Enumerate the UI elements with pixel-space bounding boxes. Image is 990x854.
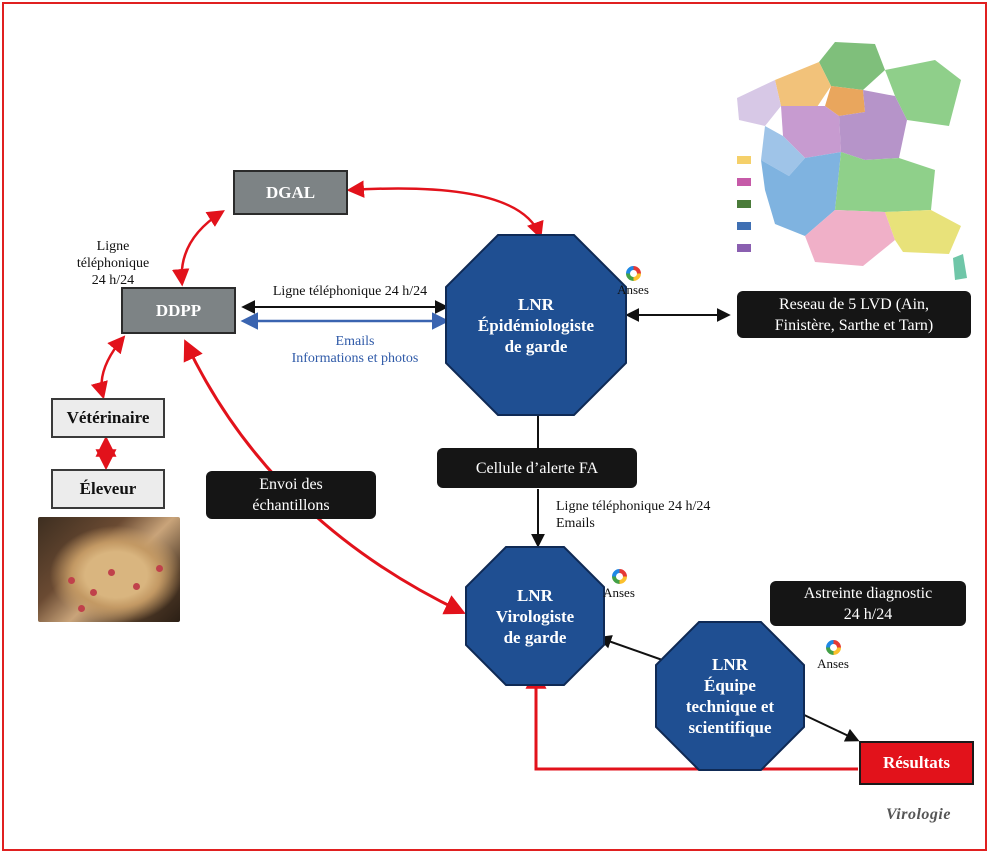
viro-line-2: Virologiste — [495, 606, 575, 626]
reseau-lvd-callout: Reseau de 5 LVD (Ain, Finistère, Sarthe … — [737, 291, 971, 338]
map-region-paysloire — [761, 126, 805, 176]
viro-line-3: de garde — [503, 627, 567, 647]
emails-informations: Emails Informations et photos — [280, 333, 430, 367]
reseau-line-2: Finistère, Sarthe et Tarn) — [774, 316, 934, 334]
brand-label: Virologie — [886, 806, 951, 823]
reseau-line-1: Reseau de 5 LVD (Ain, — [778, 295, 930, 313]
map-region-bretagne — [737, 80, 781, 126]
lnr-virologiste-octagon: LNR Virologiste de garde — [465, 546, 605, 686]
anses-label: Anses — [617, 282, 649, 297]
ligne-telephonique-top: Ligne téléphonique 24 h/24 — [272, 284, 428, 299]
emails-line-2: Informations et photos — [291, 351, 419, 366]
map-region-grandest — [885, 60, 961, 126]
eleveur-box: Éleveur — [51, 469, 165, 509]
arrow-ddpp-veterinaire — [90, 335, 126, 400]
anses-icon — [611, 569, 627, 584]
map-region-corse — [953, 254, 967, 280]
anses-logo-epi: Anses — [613, 266, 653, 298]
map-region-occitanie — [805, 210, 895, 266]
veterinaire-box: Vétérinaire — [51, 398, 165, 438]
map-region-idf — [825, 86, 865, 116]
dgal-box: DGAL — [233, 170, 348, 215]
envoi-line-1: Envoi des — [259, 476, 323, 493]
astreinte-line-2: 24 h/24 — [843, 605, 893, 623]
epi-line-2: Épidémiologiste — [477, 315, 595, 335]
france-map — [737, 42, 967, 280]
resultats-box: Résultats — [859, 741, 974, 785]
anses-icon — [625, 266, 641, 281]
epi-line-1: LNR — [518, 294, 554, 314]
map-region-auvergne — [835, 152, 935, 212]
ligne-telephonique-left: Ligne téléphonique 24 h/24 — [68, 238, 158, 289]
envoi-echantillons-callout: Envoi des échantillons — [206, 471, 376, 519]
ddpp-label: DDPP — [155, 300, 202, 320]
anses-logo-equipe: Anses — [813, 640, 853, 672]
arrow-equipe-resultats — [799, 712, 860, 742]
anses-label: Anses — [817, 656, 849, 671]
equipe-line-2: Équipe — [704, 676, 756, 695]
eleveur-label: Éleveur — [79, 479, 137, 498]
map-region-bourgogne — [839, 90, 907, 160]
ligne-left-2: téléphonique — [76, 256, 150, 271]
ddpp-box: DDPP — [121, 287, 236, 334]
cellule-label: Cellule d’alerte FA — [475, 459, 599, 477]
anses-logo-viro: Anses — [599, 569, 639, 601]
lesion-photo — [38, 517, 180, 622]
emails-line-1: Emails — [335, 334, 375, 349]
arrow-equipe-viro — [597, 635, 669, 663]
equipe-line-1: LNR — [712, 655, 748, 674]
dgal-label: DGAL — [265, 182, 316, 202]
map-region-north — [819, 42, 885, 90]
equipe-line-4: scientifique — [688, 718, 772, 737]
map-region-centre — [781, 106, 841, 158]
map-region-nouvelle-aquitaine — [761, 152, 841, 236]
lnr-equipe-octagon: LNR Équipe technique et scientifique — [655, 621, 805, 771]
ligne-left-1: Ligne — [96, 239, 130, 254]
epi-line-3: de garde — [504, 336, 568, 356]
envoi-line-2: échantillons — [252, 497, 330, 514]
ligne-emails-1: Ligne téléphonique 24 h/24 — [556, 499, 711, 514]
anses-label: Anses — [603, 585, 635, 600]
ligne-left-3: 24 h/24 — [91, 273, 135, 288]
map-overseas-legend — [737, 156, 751, 252]
virologie-brand-logo: Virologie — [886, 806, 951, 824]
equipe-line-3: technique et — [685, 697, 775, 716]
veterinaire-label: Vétérinaire — [66, 408, 150, 427]
lnr-epidemiologiste-octagon: LNR Épidémiologiste de garde — [445, 234, 627, 416]
viro-line-1: LNR — [517, 585, 553, 605]
ligne-emails-label: Ligne téléphonique 24 h/24 Emails — [556, 498, 756, 532]
map-region-paca — [885, 210, 961, 254]
cellule-alerte-callout: Cellule d’alerte FA — [437, 448, 637, 488]
ligne-emails-2: Emails — [556, 516, 595, 531]
astreinte-line-1: Astreinte diagnostic — [803, 584, 933, 602]
resultats-label: Résultats — [882, 753, 951, 772]
astreinte-callout: Astreinte diagnostic 24 h/24 — [770, 581, 966, 626]
arrow-dgal-epi — [346, 180, 544, 240]
anses-icon — [825, 640, 841, 655]
arrow-dgal-ddpp — [171, 210, 225, 287]
map-region-normandie — [775, 62, 831, 110]
